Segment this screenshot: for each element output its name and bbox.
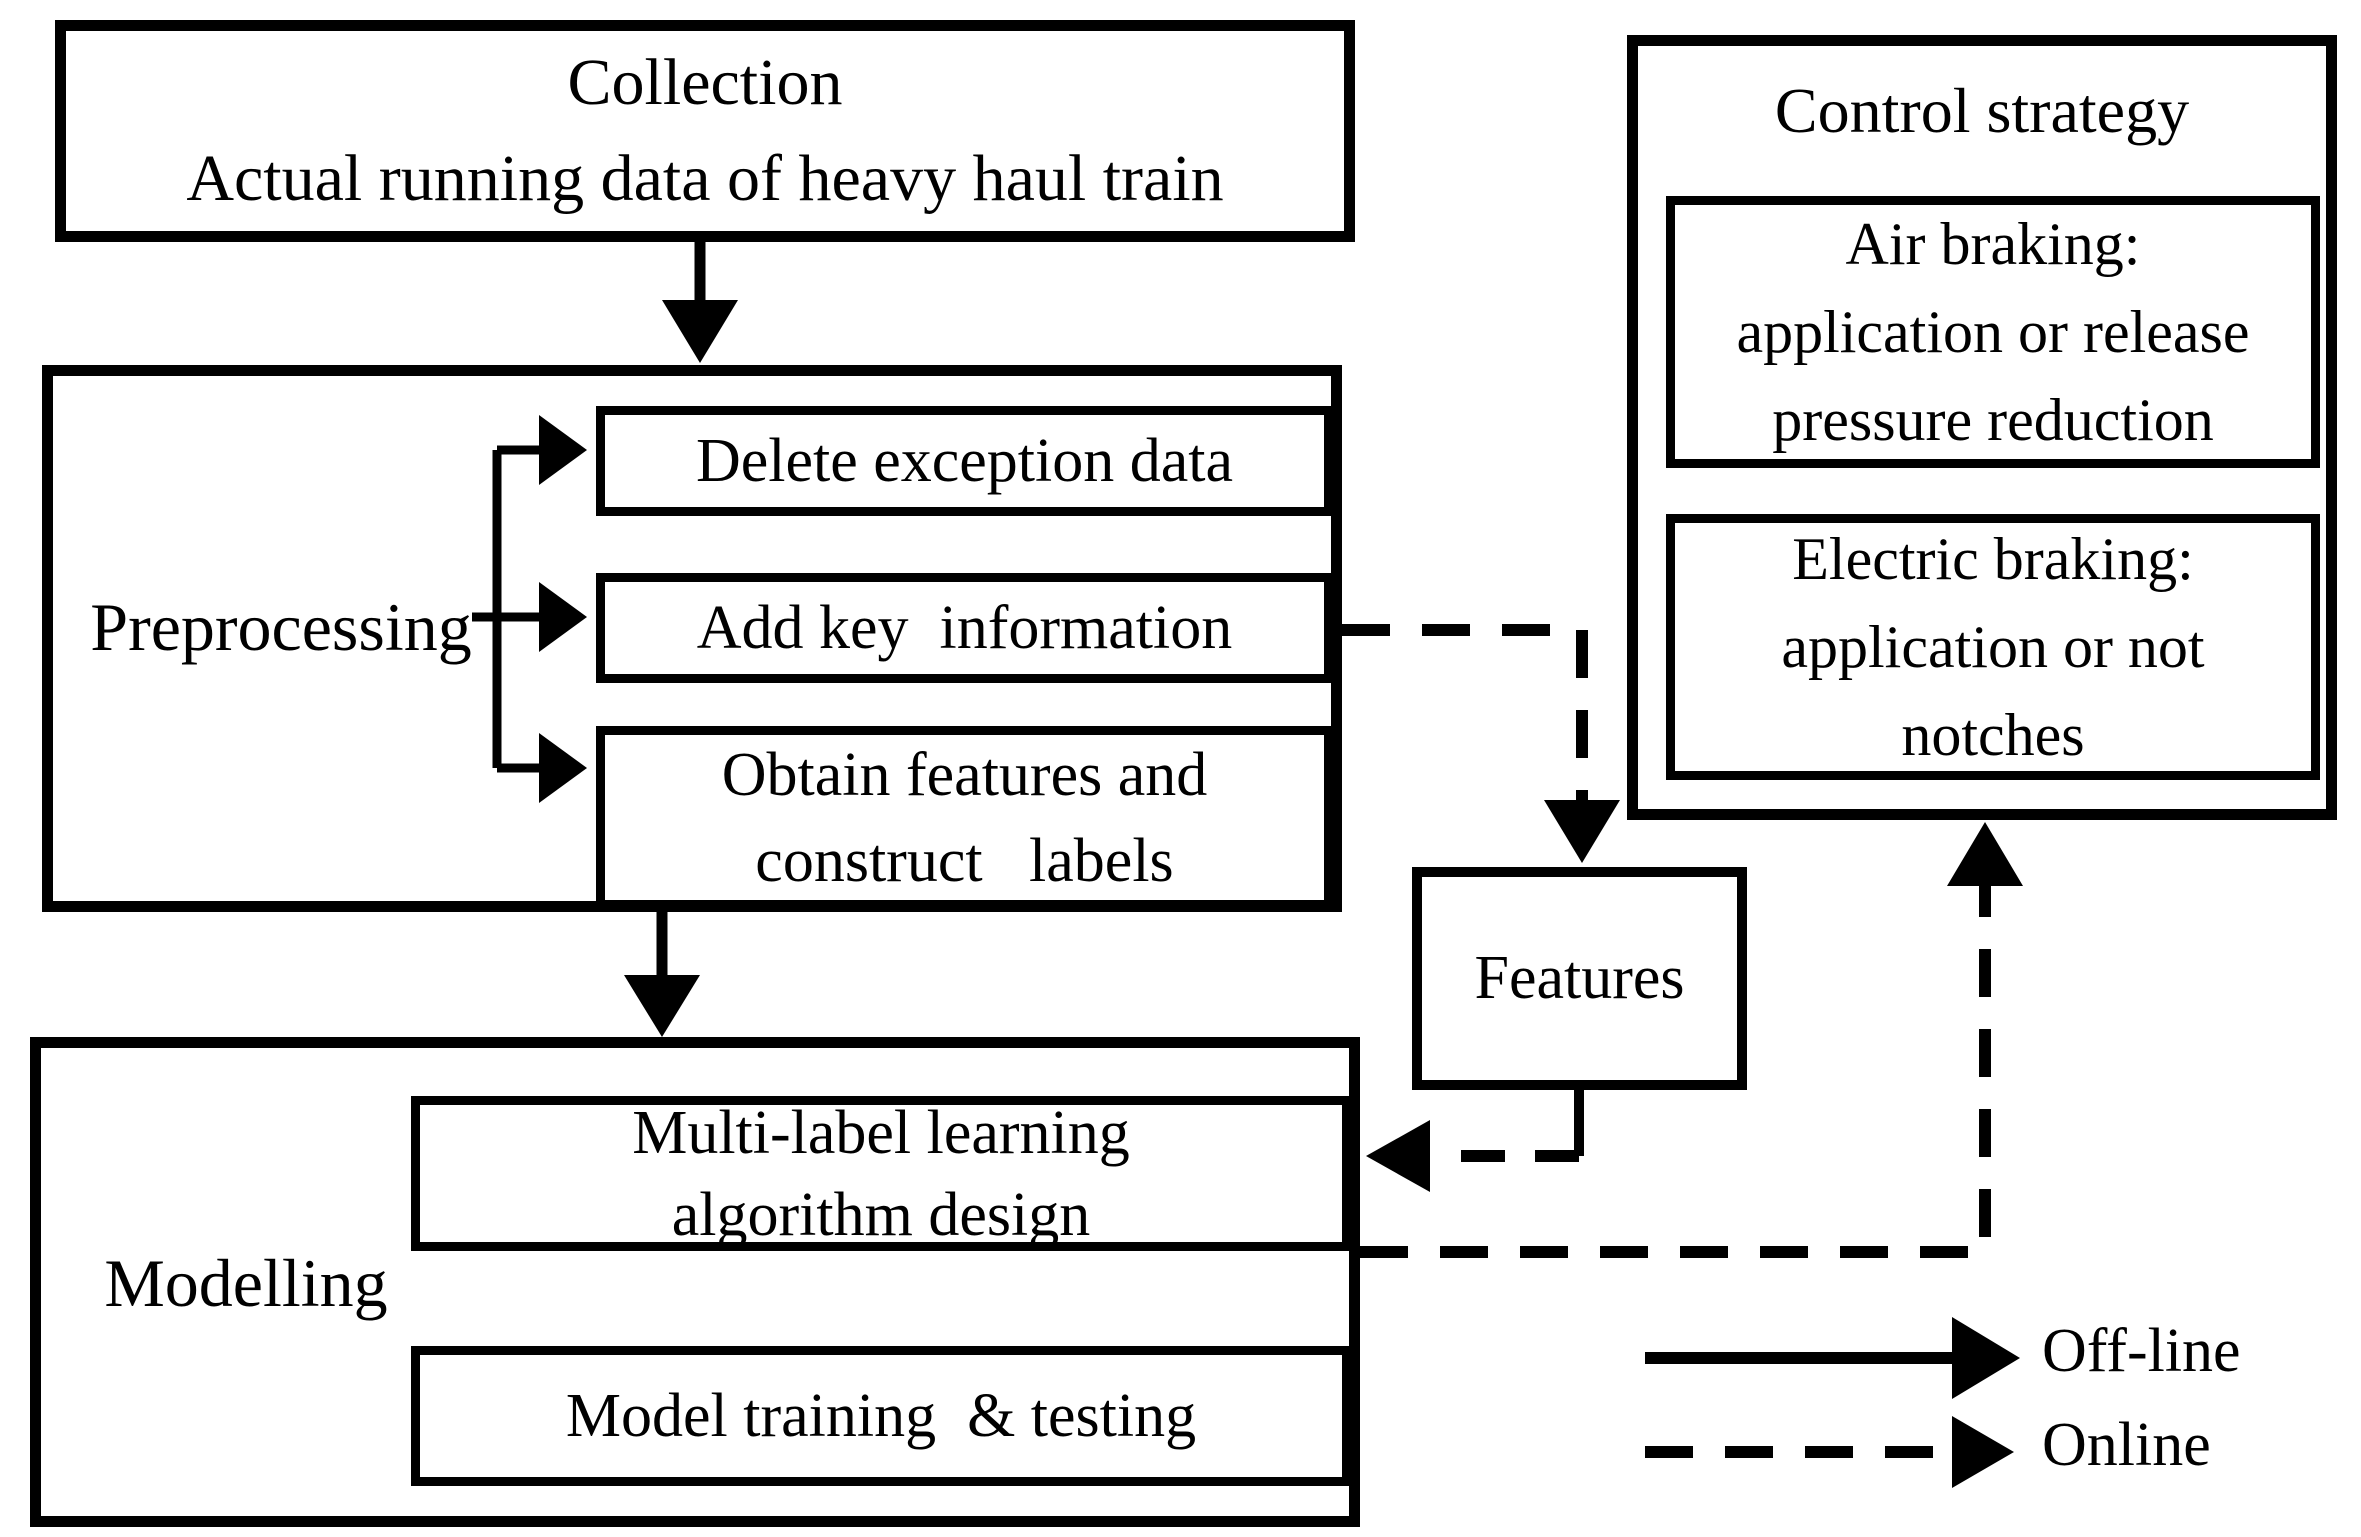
bracket-arrow-delete-head [539, 415, 587, 485]
step-add-key-information: Add key information [596, 573, 1333, 683]
features-box: Features [1412, 867, 1747, 1090]
bracket-arrow-add-head [539, 582, 587, 652]
preprocessing-label: Preprocessing [90, 589, 472, 665]
collection-subtitle: Actual running data of heavy haul train [186, 142, 1224, 215]
electric-braking-line1: Electric braking: [1792, 526, 2194, 592]
collection-title: Collection [567, 46, 843, 119]
legend-offline-label: Off-line [2042, 1317, 2241, 1385]
control-strategy-title: Control strategy [1774, 75, 2190, 146]
air-braking-line2: application or release [1736, 299, 2250, 365]
dashed-preprocessing-to-features-head [1544, 800, 1620, 863]
legend-online-arrow-head [1952, 1416, 2014, 1488]
dashed-modelling-to-control-head [1947, 822, 2023, 886]
step-delete-text: Delete exception data [695, 426, 1234, 495]
step-delete-exception-data: Delete exception data [596, 406, 1333, 516]
air-braking-line3: pressure reduction [1772, 387, 2214, 453]
step-obtain-features: Obtain features and construct labels [596, 726, 1333, 909]
electric-braking-box: Electric braking: application or not not… [1666, 514, 2320, 780]
step-multi-text-line1: Multi-label learning [632, 1098, 1130, 1167]
modelling-box: Modelling Multi-label learning algorithm… [30, 1037, 1360, 1527]
air-braking-line1: Air braking: [1845, 211, 2141, 277]
legend-offline-arrow-head [1952, 1317, 2020, 1399]
electric-braking-line2: application or not [1781, 614, 2205, 680]
arrow-collection-to-preprocessing-head [662, 300, 738, 363]
bracket-arrow-obtain-head [539, 733, 587, 803]
preprocessing-box: Preprocessing Delete exception data Add … [42, 365, 1342, 912]
modelling-label: Modelling [104, 1245, 388, 1321]
electric-braking-line3: notches [1901, 702, 2085, 768]
step-multilabel-algorithm: Multi-label learning algorithm design [411, 1096, 1351, 1251]
features-label: Features [1474, 944, 1685, 1012]
legend-online-label: Online [2042, 1411, 2211, 1479]
step-add-text: Add key information [696, 593, 1233, 662]
step-obtain-text-line1: Obtain features and [721, 740, 1208, 809]
collection-box: Collection Actual running data of heavy … [55, 20, 1355, 242]
step-multi-text-line2: algorithm design [671, 1180, 1091, 1249]
air-braking-box: Air braking: application or release pres… [1666, 196, 2320, 468]
step-training-text: Model training & testing [565, 1381, 1197, 1450]
dashed-features-to-modelling-head [1366, 1120, 1430, 1192]
arrow-preprocessing-to-modelling-head [624, 975, 700, 1037]
step-obtain-text-line2: construct labels [755, 826, 1174, 895]
control-strategy-box: Control strategy Air braking: applicatio… [1627, 35, 2337, 820]
dashed-modelling-to-control [1360, 886, 1991, 1258]
dashed-preprocessing-to-features [1342, 624, 1588, 800]
step-model-training-testing: Model training & testing [411, 1346, 1351, 1486]
